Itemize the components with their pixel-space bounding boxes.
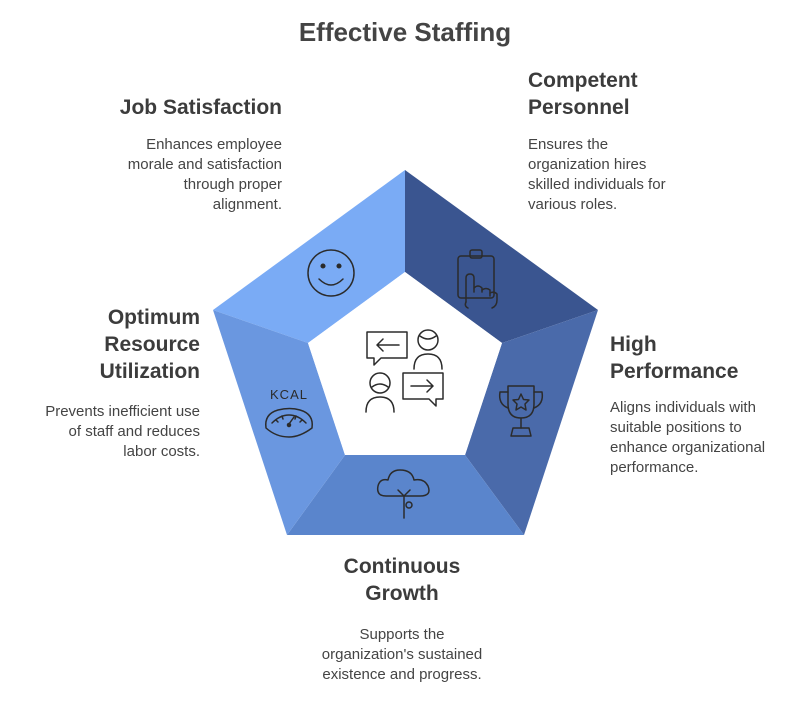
high-performance-heading: High Performance: [610, 331, 800, 385]
desc-line: of staff and reduces: [68, 423, 200, 440]
segment-high-performance: [465, 310, 598, 535]
heading-line: Utilization: [99, 360, 200, 383]
desc-line: Ensures the: [528, 136, 609, 153]
heading-line: Resource: [104, 333, 200, 356]
heading-line: Growth: [365, 582, 439, 605]
heading-line: Competent: [528, 69, 638, 92]
high-performance-description: Aligns individuals with suitable positio…: [610, 398, 805, 478]
desc-line: Supports the: [359, 626, 445, 643]
desc-line: Prevents inefficient use: [45, 403, 200, 420]
desc-line: organization's sustained: [321, 646, 483, 663]
competent-personnel-description: Ensures the organization hires skilled i…: [528, 135, 768, 215]
continuous-growth-heading: Continuous Growth: [280, 553, 524, 607]
job-satisfaction-heading: Job Satisfaction: [60, 94, 282, 121]
center-pentagon: [308, 272, 502, 455]
segment-competent-personnel: [405, 170, 598, 343]
heading-line: Personnel: [528, 96, 630, 119]
desc-line: Enhances employee: [146, 136, 282, 153]
tree-icon: [376, 469, 430, 519]
desc-line: enhance organizational: [610, 439, 766, 456]
kcal-gauge-icon: [265, 407, 313, 438]
heading-line: High: [610, 333, 657, 356]
continuous-growth-description: Supports the organization's sustained ex…: [280, 625, 524, 685]
clipboard-hand-icon: [457, 249, 498, 309]
desc-line: organization hires: [528, 156, 647, 173]
desc-line: various roles.: [528, 196, 618, 213]
desc-line: existence and progress.: [322, 666, 482, 683]
smiley-face-icon: [307, 249, 355, 297]
desc-line: skilled individuals for: [528, 176, 666, 193]
competent-personnel-heading: Competent Personnel: [528, 67, 768, 121]
desc-line: through proper: [183, 176, 282, 193]
segment-optimum-resource-utilization: [213, 310, 345, 535]
desc-line: alignment.: [212, 196, 282, 213]
optimum-resource-utilization-heading: Optimum Resource Utilization: [20, 304, 200, 385]
heading-line: Continuous: [343, 555, 461, 578]
heading-line: Optimum: [107, 306, 200, 329]
segment-job-satisfaction: [213, 170, 405, 343]
job-satisfaction-description: Enhances employee morale and satisfactio…: [60, 135, 282, 215]
desc-line: Aligns individuals with: [610, 399, 756, 416]
trophy-icon: [498, 385, 544, 437]
desc-line: labor costs.: [123, 443, 200, 460]
kcal-label: KCAL: [270, 387, 308, 402]
heading-line: Performance: [610, 360, 739, 383]
optimum-resource-utilization-description: Prevents inefficient use of staff and re…: [10, 402, 200, 462]
people-exchange-icon: [365, 329, 444, 413]
heading-line: Job Satisfaction: [119, 96, 282, 119]
desc-line: performance.: [610, 459, 699, 476]
desc-line: morale and satisfaction: [127, 156, 282, 173]
desc-line: suitable positions to: [610, 419, 742, 436]
diagram-title: Effective Staffing: [298, 17, 512, 47]
